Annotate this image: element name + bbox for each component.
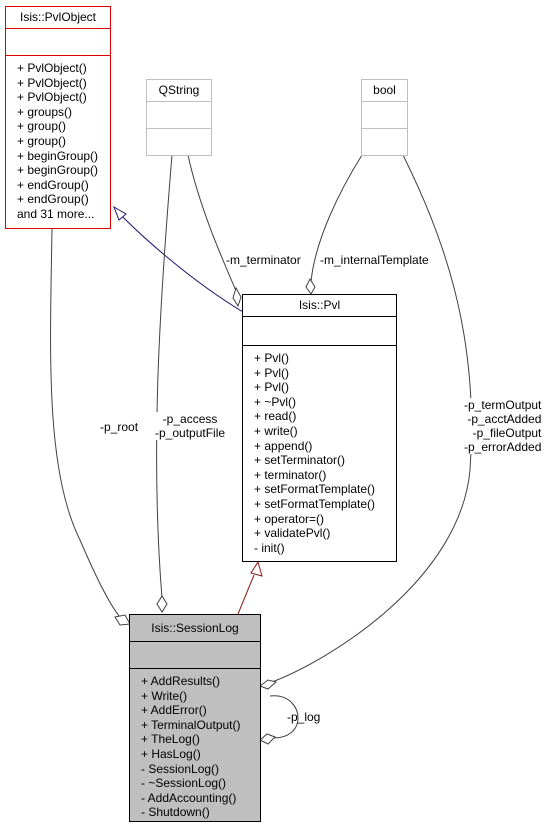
class-sessionlog-name: Isis::SessionLog (151, 621, 239, 635)
edge-sessionlog-inherits-pvl (237, 574, 255, 615)
edge-label-line: -p_acctAdded (467, 412, 542, 426)
method-item: + PvlObject() (17, 75, 87, 90)
method-item: - Shutdown() (141, 805, 210, 820)
method-item: + endGroup() (17, 177, 89, 192)
class-qstring-attributes (147, 101, 211, 128)
method-more: and 31 more... (17, 206, 95, 221)
method-item: + groups() (17, 104, 73, 119)
class-pvl[interactable]: Isis::Pvl + Pvl() + Pvl() + Pvl() + ~Pvl… (242, 294, 397, 562)
method-item: - init() (254, 540, 285, 555)
edge-label-p-root: -p_root (100, 420, 139, 434)
edge-label-line: -p_fileOutput (472, 426, 542, 440)
edge-label-m-terminator: -m_terminator (226, 253, 301, 267)
edge-label-line: -p_termOutput (464, 398, 542, 412)
method-item: + AddError() (141, 703, 207, 718)
class-pvlobject-name: Isis::PvlObject (19, 10, 97, 24)
class-bool[interactable]: bool (361, 79, 408, 156)
class-bool-attributes (362, 101, 407, 128)
edge-label-m-internal-template: -m_internalTemplate (320, 253, 429, 267)
method-item: + validatePvl() (254, 526, 331, 541)
edge-p-access-outputfile (156, 154, 173, 599)
aggregation-diamond-m-internal-template (305, 277, 316, 295)
method-item: + Pvl() (254, 365, 290, 380)
method-item: + Pvl() (254, 351, 290, 365)
method-item: - SessionLog() (141, 761, 220, 776)
class-pvlobject-methods: + PvlObject() + PvlObject() + PvlObject(… (6, 55, 110, 222)
method-item: + group() (17, 119, 67, 134)
class-qstring-methods (147, 128, 211, 155)
method-item: + beginGroup() (17, 163, 99, 178)
method-item: - ~SessionLog() (141, 776, 227, 791)
method-item: + read() (254, 409, 297, 424)
class-qstring-name: QString (158, 83, 200, 97)
method-item: + operator=() (254, 511, 325, 526)
edge-label-line: -p_outputFile (155, 426, 226, 440)
method-item: + Write() (141, 688, 188, 703)
edge-m-internal-template (310, 154, 363, 283)
class-pvlobject[interactable]: Isis::PvlObject + PvlObject() + PvlObjec… (5, 6, 111, 229)
aggregation-diamond-p-root (114, 614, 131, 626)
method-item: + setTerminator() (254, 453, 346, 468)
method-item: + TerminalOutput() (141, 717, 241, 732)
edge-label-p-log: -p_log (287, 710, 321, 724)
edge-bool-members (271, 154, 473, 683)
class-qstring[interactable]: QString (146, 79, 212, 156)
inheritance-arrowhead-pvl (250, 560, 263, 577)
method-item: + terminator() (254, 467, 327, 482)
class-bool-methods (362, 128, 407, 155)
method-item: + HasLog() (141, 746, 201, 761)
method-item: + write() (254, 423, 298, 438)
edge-p-log-self (269, 695, 299, 739)
edge-label-line: -p_access (162, 412, 218, 426)
aggregation-diamond-m-terminator (232, 286, 242, 308)
edge-label-line: -p_errorAdded (464, 440, 542, 454)
method-item: + PvlObject() (17, 61, 87, 75)
method-item: + group() (17, 133, 67, 148)
method-item: + TheLog() (141, 732, 200, 747)
class-sessionlog-methods: + AddResults() + Write() + AddError() + … (130, 668, 260, 820)
class-sessionlog[interactable]: Isis::SessionLog + AddResults() + Write(… (129, 614, 261, 822)
class-pvl-attributes (243, 316, 396, 345)
method-item: + append() (254, 438, 313, 453)
edge-label-p-access-outputfile: -p_access -p_outputFile (155, 412, 226, 440)
method-item: + setFormatTemplate() (254, 496, 376, 511)
method-item: + setFormatTemplate() (254, 482, 376, 497)
class-pvlobject-attributes (6, 28, 110, 55)
aggregation-diamond-p-log (259, 733, 276, 745)
method-item: + endGroup() (17, 192, 89, 207)
edge-p-root (50, 228, 121, 618)
method-item: - AddAccounting() (141, 790, 237, 805)
method-item: + Pvl() (254, 380, 290, 395)
class-pvl-methods: + Pvl() + Pvl() + Pvl() + ~Pvl() + read(… (243, 345, 396, 555)
edge-m-terminator (187, 154, 238, 294)
inheritance-arrowhead-pvlobject (113, 205, 127, 221)
method-item: + ~Pvl() (254, 394, 297, 409)
class-bool-name: bool (373, 83, 396, 97)
edge-pvl-inherits-pvlobject (117, 211, 244, 313)
aggregation-diamond-p-access-outputfile (156, 595, 168, 613)
class-sessionlog-attributes (130, 641, 260, 668)
method-item: + AddResults() (141, 674, 221, 688)
edge-label-bool-members: -p_termOutput -p_acctAdded -p_fileOutput… (464, 398, 542, 454)
aggregation-diamond-bool-members (258, 679, 278, 690)
method-item: + beginGroup() (17, 148, 99, 163)
method-item: + PvlObject() (17, 90, 87, 105)
class-pvl-name: Isis::Pvl (298, 298, 341, 312)
